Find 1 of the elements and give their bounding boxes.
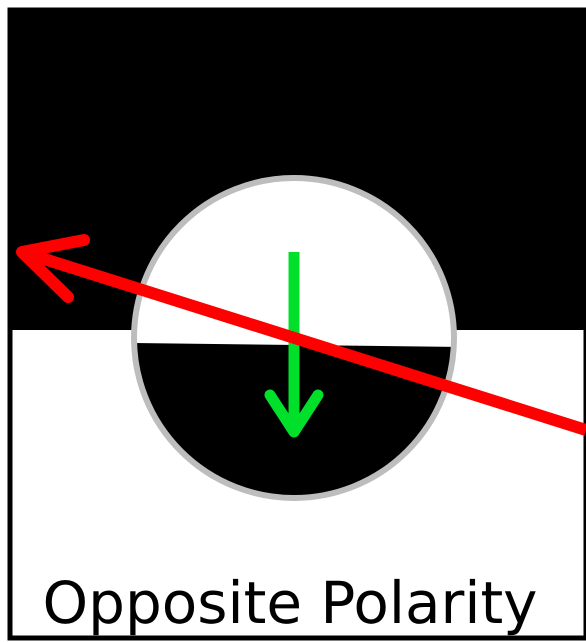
caption-text: Opposite Polarity (41, 568, 539, 638)
